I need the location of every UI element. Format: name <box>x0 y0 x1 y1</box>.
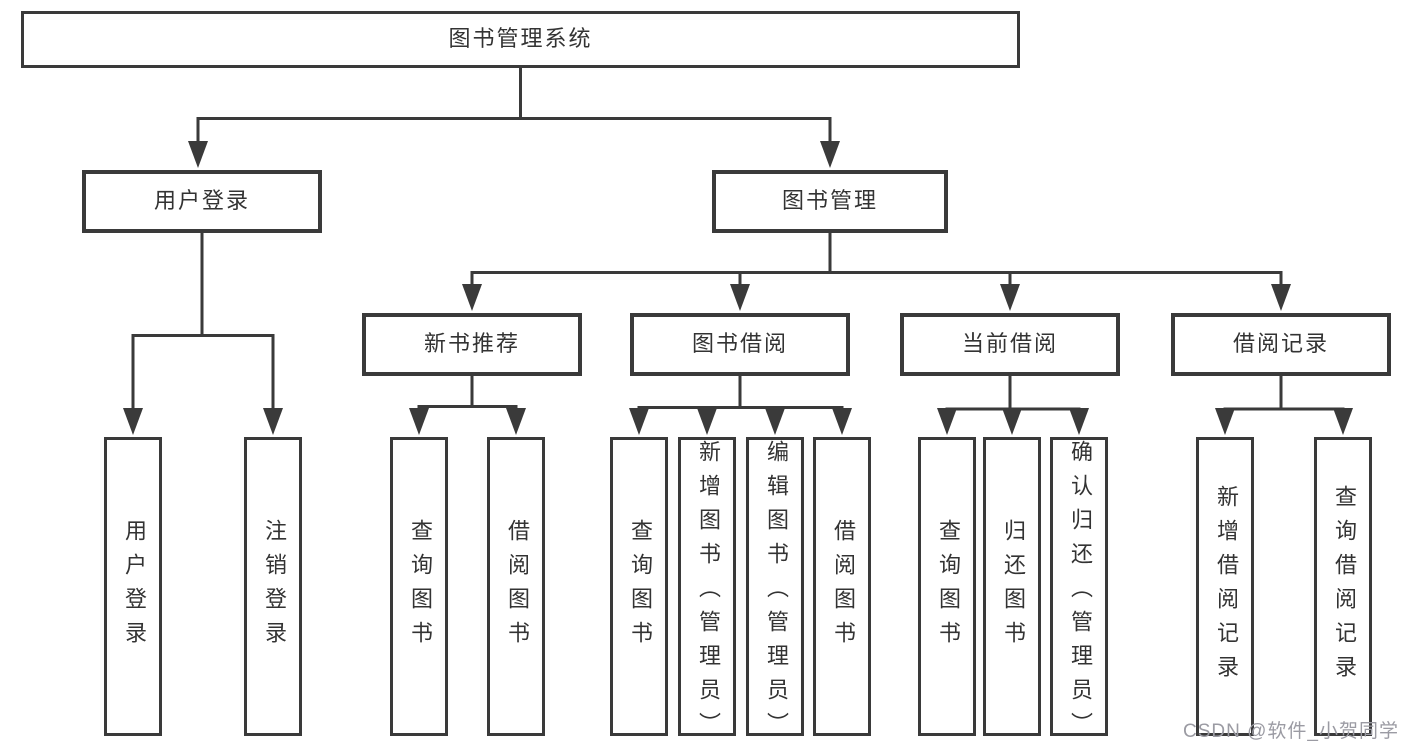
leaf-current-return: 归还图书 <box>983 437 1041 736</box>
arrowhead-icon <box>629 408 649 435</box>
leaf-borrow-add: 新增图书（管理员） <box>678 437 736 746</box>
node-new-book: 新书推荐 <box>362 313 582 376</box>
leaf-borrow-query: 查询图书 <box>610 437 668 736</box>
arrowhead-icon <box>462 284 482 311</box>
connector-root-branch <box>196 65 832 146</box>
arrowhead-icon <box>1002 408 1022 435</box>
connector-book-borrow-branch <box>637 374 844 413</box>
arrowhead-icon <box>697 408 717 435</box>
arrowhead-icon <box>123 408 143 435</box>
arrowhead-icon <box>188 141 208 168</box>
leaf-newbook-borrow: 借阅图书 <box>487 437 545 736</box>
arrowhead-icon <box>409 408 429 435</box>
leaf-current-confirm: 确认归还（管理员） <box>1050 437 1108 746</box>
leaf-newbook-query: 查询图书 <box>390 437 448 736</box>
watermark: CSDN @软件_小贺同学 <box>1183 721 1399 742</box>
arrowhead-icon <box>730 284 750 311</box>
node-current-borrow: 当前借阅 <box>900 313 1120 376</box>
arrowhead-icon <box>765 408 785 435</box>
node-root: 图书管理系统 <box>21 11 1020 68</box>
node-user-login: 用户登录 <box>82 170 322 233</box>
connector-user-login-branch <box>131 231 275 412</box>
arrowhead-icon <box>1215 408 1235 435</box>
leaf-record-add: 新增借阅记录 <box>1196 437 1254 736</box>
leaf-borrow-borrow: 借阅图书 <box>813 437 871 736</box>
arrowhead-icon <box>263 408 283 435</box>
leaf-user-login: 用户登录 <box>104 437 162 736</box>
leaf-record-query: 查询借阅记录 <box>1314 437 1372 736</box>
arrowhead-icon <box>1069 408 1089 435</box>
node-borrow-record: 借阅记录 <box>1171 313 1391 376</box>
node-book-mgmt: 图书管理 <box>712 170 948 233</box>
connector-borrow-record-branch <box>1223 374 1345 414</box>
arrowhead-icon <box>820 141 840 168</box>
arrowhead-icon <box>937 408 957 435</box>
arrowhead-icon <box>1333 408 1353 435</box>
arrowhead-icon <box>506 408 526 435</box>
leaf-logout: 注销登录 <box>244 437 302 736</box>
arrowhead-icon <box>832 408 852 435</box>
leaf-current-query: 查询图书 <box>918 437 976 736</box>
leaf-borrow-edit: 编辑图书（管理员） <box>746 437 804 746</box>
arrowhead-icon <box>1271 284 1291 311</box>
node-book-borrow: 图书借阅 <box>630 313 850 376</box>
arrowhead-icon <box>1000 284 1020 311</box>
connector-book-mgmt-branch <box>470 231 1283 289</box>
connector-new-book-branch <box>417 374 518 413</box>
